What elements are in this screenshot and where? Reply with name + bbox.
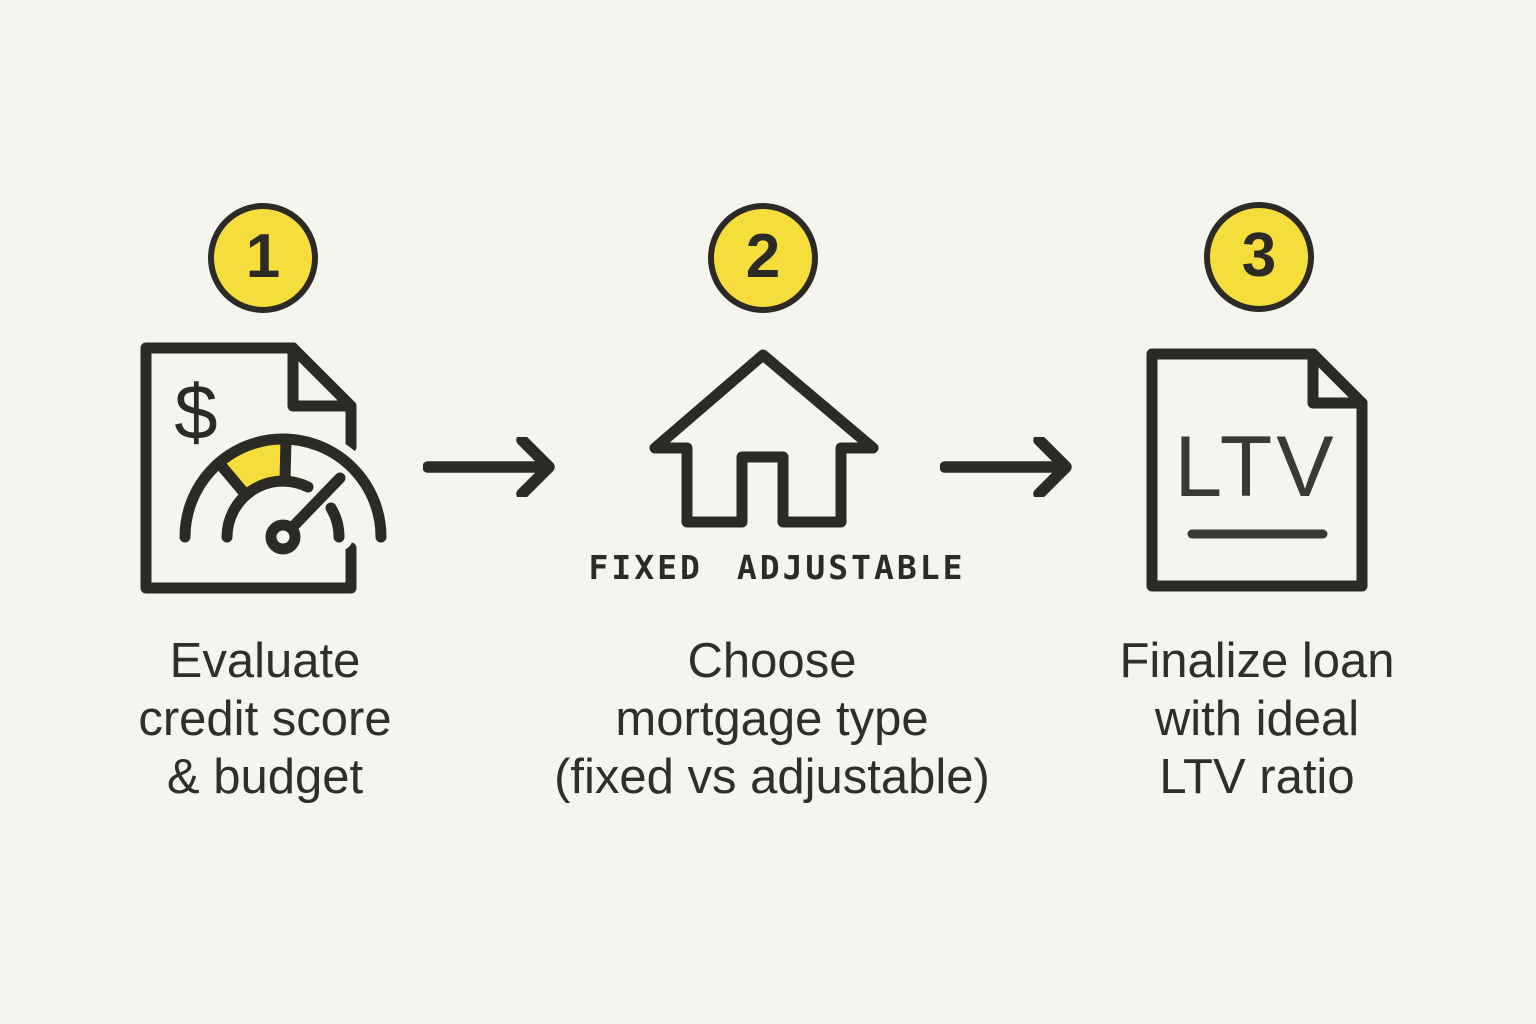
caption-line: Evaluate: [169, 634, 361, 688]
document-fold-flap: [287, 342, 357, 412]
step-3-number-badge: 3: [1204, 202, 1314, 312]
gauge-needle-pivot: [265, 519, 301, 555]
step-1-caption: Evaluate credit score & budget: [40, 632, 490, 806]
gauge-tick-top: [279, 433, 292, 487]
caption-line: mortgage type: [615, 692, 929, 746]
right-arrow-icon: [940, 437, 1072, 497]
step-3-number: 3: [1241, 221, 1277, 290]
caption-line: with ideal: [1154, 692, 1360, 746]
step-1-number-badge: 1: [208, 203, 318, 313]
step-3-caption: Finalize loan with ideal LTV ratio: [1032, 632, 1482, 806]
right-arrow-icon: [423, 437, 555, 497]
step-1-number: 1: [245, 222, 281, 291]
caption-line: credit score: [138, 692, 392, 746]
gauge-inner-arc-left: [221, 475, 314, 543]
gauge-inner-arc-right: [325, 502, 345, 543]
step-2-caption: Choose mortgage type (fixed vs adjustabl…: [522, 632, 1022, 806]
house-icon: [649, 349, 879, 528]
step-2-number-badge: 2: [708, 203, 818, 313]
ltv-label: LTV: [1174, 419, 1337, 515]
option-label-fixed: FIXED: [588, 548, 703, 587]
step-2-number: 2: [745, 222, 781, 291]
caption-line: & budget: [166, 750, 364, 804]
option-label-adjustable: ADJUSTABLE: [736, 548, 966, 587]
caption-line: Choose: [687, 634, 857, 688]
document-fold-flap: [1307, 348, 1368, 409]
dollar-sign: $: [174, 368, 217, 456]
ltv-document-icon: LTV: [1146, 348, 1368, 592]
gauge-tick-left: [213, 457, 252, 501]
caption-line: (fixed vs adjustable): [554, 750, 990, 804]
credit-score-gauge-icon: $: [140, 342, 390, 594]
document-outline: [140, 342, 357, 594]
mortgage-option-labels: FIXED ADJUSTABLE: [577, 548, 977, 587]
house-outline: [649, 349, 879, 528]
document-outline: [1146, 348, 1368, 592]
caption-line: Finalize loan: [1119, 634, 1395, 688]
caption-line: LTV ratio: [1159, 750, 1355, 804]
